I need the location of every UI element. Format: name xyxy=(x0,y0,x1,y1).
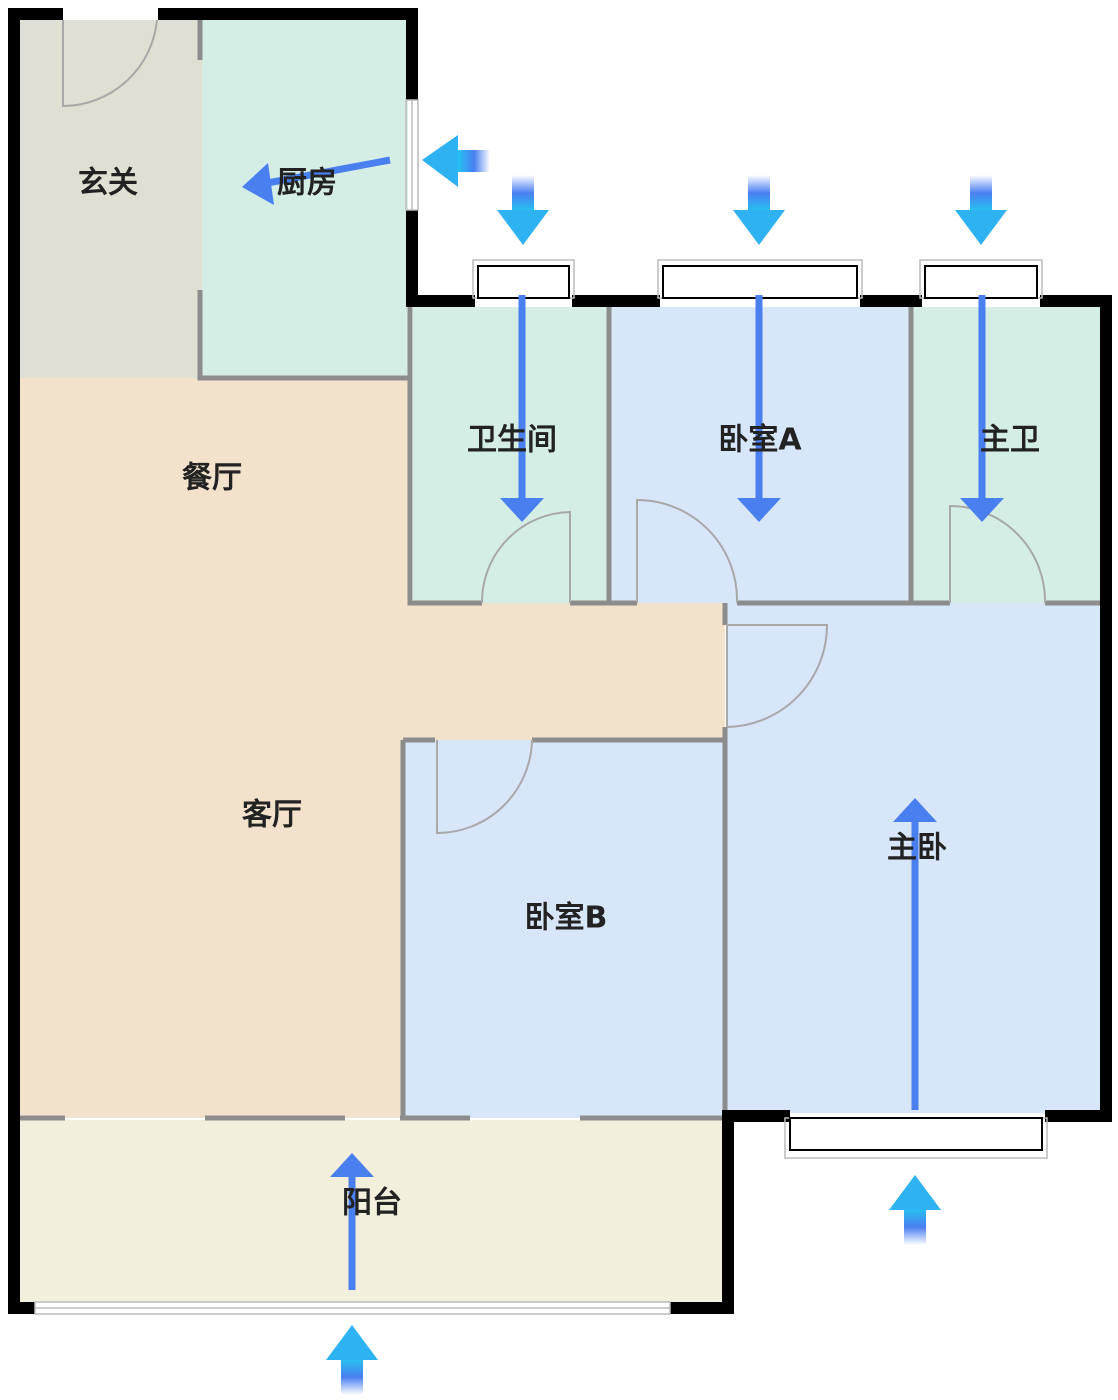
room-living-dining xyxy=(20,378,725,1118)
wind-arrow-master-bath xyxy=(955,175,1007,245)
label-entrance: 玄关 xyxy=(78,166,138,201)
label-dining: 餐厅 xyxy=(182,461,242,496)
interior-walls xyxy=(12,20,1104,1121)
master-bath-flow-arrow xyxy=(960,295,1004,522)
wind-arrow-bathroom xyxy=(497,175,549,245)
room-kitchen xyxy=(202,20,408,378)
room-balcony xyxy=(20,1120,724,1302)
label-master-bedroom: 主卧 xyxy=(887,831,947,866)
wind-arrow-balcony xyxy=(326,1325,378,1395)
label-balcony: 阳台 xyxy=(342,1186,402,1221)
airflow-arrows xyxy=(242,156,1004,1290)
bedroom-a-flow-arrow xyxy=(737,295,781,522)
balcony-flow-arrow xyxy=(330,1153,374,1290)
label-bathroom: 卫生间 xyxy=(467,423,557,458)
label-kitchen: 厨房 xyxy=(277,166,337,201)
wind-arrow-kitchen xyxy=(422,135,490,187)
master-bedroom-flow-arrow xyxy=(893,798,937,1110)
wind-arrow-master-bedroom xyxy=(889,1175,941,1245)
room-master-bath xyxy=(912,307,1102,603)
label-bedroom-a: 卧室A xyxy=(718,423,802,458)
room-bedroom-b xyxy=(403,740,725,1118)
windows xyxy=(34,99,1048,1315)
label-bedroom-b: 卧室B xyxy=(525,901,608,936)
wind-arrow-bedroom-a xyxy=(733,175,785,245)
exterior-walls xyxy=(8,8,1112,1314)
room-bathroom xyxy=(413,307,608,603)
kitchen-flow-arrow xyxy=(242,156,391,205)
wind-arrows xyxy=(326,135,1007,1395)
room-entrance xyxy=(20,20,202,378)
bathroom-flow-arrow xyxy=(500,295,544,522)
label-master-bath: 主卫 xyxy=(980,423,1040,458)
doors xyxy=(62,19,1047,835)
label-living: 客厅 xyxy=(242,798,302,833)
